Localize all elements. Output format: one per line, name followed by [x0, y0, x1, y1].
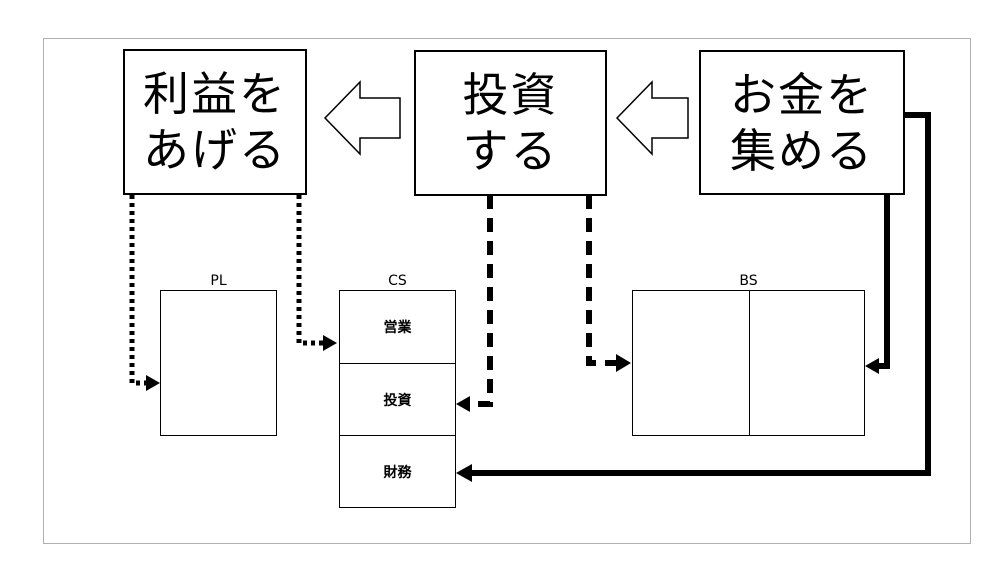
dashed-line-invest-to-cs	[468, 195, 493, 407]
arrowhead-invest-to-bs	[616, 354, 631, 372]
hollow-arrow-fund-to-invest	[615, 80, 689, 156]
hollow-arrow-invest-to-profit	[323, 80, 401, 156]
dashed-line-invest-to-bs	[586, 195, 618, 366]
cs-row-investing-label: 投資	[383, 392, 412, 409]
profit-box: 利益を あげる	[123, 49, 307, 195]
cs-row-financing-label: 財務	[383, 464, 412, 481]
invest-box-label: 投資 する	[462, 68, 559, 178]
solid-line-fund-to-bs	[877, 195, 890, 369]
pl-statement	[160, 290, 277, 436]
arrowhead-fund-to-bs	[865, 358, 879, 374]
cs-row-investing: 投資	[340, 364, 455, 436]
dotted-line-profit-to-cs	[296, 195, 325, 346]
fund-box: お金を 集める	[699, 50, 905, 195]
cs-row-operating-label: 営業	[383, 320, 412, 336]
invest-box: 投資 する	[414, 50, 607, 196]
arrowhead-fund-to-cs	[456, 464, 472, 482]
cs-row-financing: 財務	[340, 436, 455, 507]
cs-title: CS	[388, 273, 407, 289]
bs-divider	[749, 291, 750, 435]
bs-statement	[632, 290, 865, 436]
fund-box-label: お金を 集める	[730, 67, 874, 178]
profit-box-label: 利益を あげる	[143, 67, 287, 177]
arrowhead-invest-to-cs	[456, 396, 470, 412]
dotted-line-profit-to-pl	[129, 195, 148, 386]
arrowhead-profit-to-pl	[146, 375, 160, 391]
diagram-frame	[43, 38, 971, 544]
pl-title: PL	[210, 273, 227, 289]
cs-row-operating: 営業	[340, 291, 455, 364]
bs-title: BS	[739, 273, 758, 289]
cs-statement: 営業 投資 財務	[339, 290, 456, 508]
arrowhead-profit-to-cs	[323, 335, 337, 351]
